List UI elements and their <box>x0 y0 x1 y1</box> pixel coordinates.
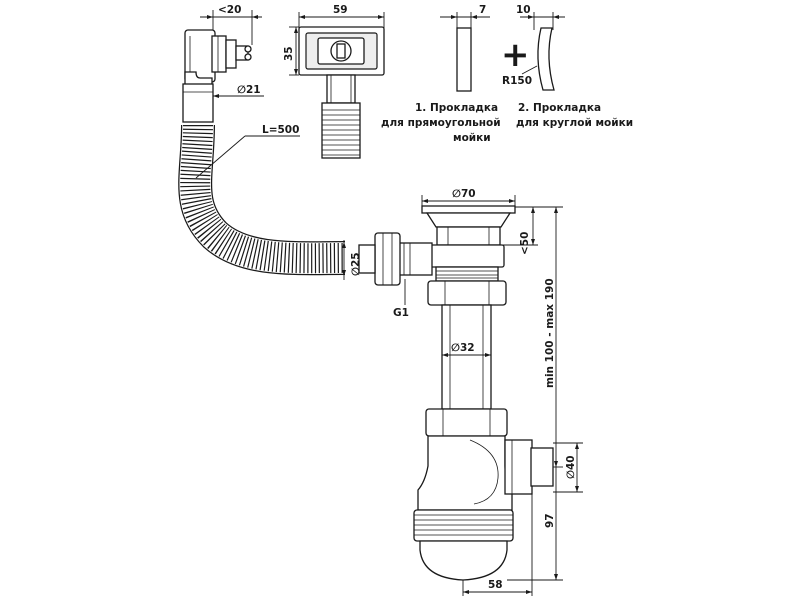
gasket-1-thickness-label: 7 <box>479 4 486 16</box>
overflow-grille-front-view: 59 35 <box>283 4 385 159</box>
strainer-height-label: <50 <box>519 232 531 255</box>
gasket-1-caption-line2: для прямоугольной <box>381 117 501 129</box>
gasket-rectangular: 7 1. Прокладка для прямоугольной мойки <box>381 4 501 144</box>
outlet-diameter-label: ∅40 <box>565 455 577 479</box>
siphon-body: ∅70 G1 ∅32 <box>358 188 583 581</box>
height-range-label: min 100 - max 190 <box>544 278 556 388</box>
gasket-round: 10 R150 2. Прокладка для круглой мойки <box>502 4 633 129</box>
connector-thread-label: G1 <box>393 307 409 319</box>
plus-symbol: + <box>501 35 530 75</box>
height-dimensions: <50 min 100 - max 190 97 58 <box>462 206 563 596</box>
grille-width-label: 59 <box>333 4 348 16</box>
gasket-1-caption-line3: мойки <box>453 132 491 144</box>
strainer-diameter-label: ∅70 <box>452 188 476 200</box>
outlet-height-label: 97 <box>544 513 556 528</box>
gasket-2-thickness-label: 10 <box>516 4 531 16</box>
grille-height-label: 35 <box>283 46 295 61</box>
hose-length-label: L=500 <box>262 124 299 136</box>
outlet-offset-label: 58 <box>488 579 503 591</box>
tube-diameter-label: ∅32 <box>451 342 475 354</box>
gasket-2-caption-line2: для круглой мойки <box>516 117 633 129</box>
overflow-depth-label: <20 <box>218 4 241 16</box>
gasket-1-caption-line1: 1. Прокладка <box>415 102 498 114</box>
overflow-side-view: <20 ∅21 <box>182 4 264 123</box>
gasket-2-caption-line1: 2. Прокладка <box>518 102 601 114</box>
gasket-2-radius-label: R150 <box>502 75 532 87</box>
overflow-outlet-diameter-label: ∅21 <box>237 84 261 96</box>
